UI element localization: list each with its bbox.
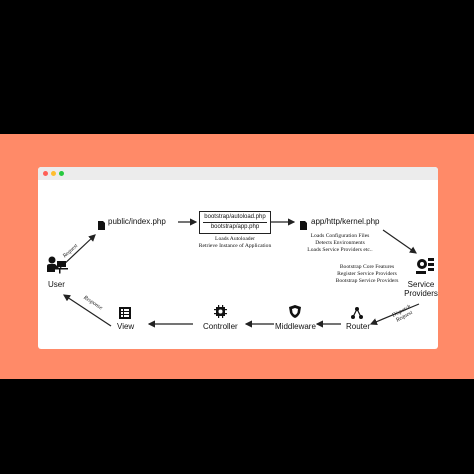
bootstrap-separator	[203, 222, 267, 223]
edge-kernel-to-providers	[382, 229, 417, 254]
bootstrap-autoload-label: bootstrap/autoload.php	[204, 214, 266, 220]
user-label: User	[48, 280, 65, 289]
kernel-note-3: Loads Service Providers etc..	[307, 247, 373, 253]
middleware-label: Middleware	[275, 322, 316, 331]
providers-note-2: Register Service Providers	[337, 271, 397, 277]
providers-note-1: Bootstrap Core Features	[339, 264, 395, 270]
edge-view-to-user	[62, 294, 112, 327]
bootstrap-box: bootstrap/autoload.php bootstrap/app.php	[199, 211, 271, 234]
service-providers-notes: Bootstrap Core Features Register Service…	[321, 264, 413, 285]
zoom-dot[interactable]	[59, 171, 64, 176]
shield-icon	[289, 305, 301, 318]
close-dot[interactable]	[43, 171, 48, 176]
diagram-window: User Request Response public/index.php b…	[38, 167, 438, 349]
kernel-notes: Loads Configuration Files Detects Enviro…	[296, 233, 384, 254]
view-list-icon	[119, 306, 131, 319]
bootstrap-note-1: Loads Autoloader	[215, 236, 255, 242]
bootstrap-app-label: bootstrap/app.php	[210, 224, 260, 230]
bootstrap-note-2: Retrieve Instance of Application	[198, 243, 272, 249]
kernel-note-2: Detects Environments	[315, 240, 365, 246]
kernel-label: app/http/kernel.php	[311, 217, 380, 226]
diagram-canvas: User Request Response public/index.php b…	[38, 180, 438, 349]
window-titlebar	[38, 167, 438, 180]
file-icon	[98, 217, 105, 230]
view-label: View	[117, 322, 135, 331]
minimize-dot[interactable]	[51, 171, 56, 176]
edge-providers-to-router	[369, 303, 420, 326]
gear-chip-icon	[214, 305, 227, 318]
router-nodes-icon	[351, 306, 363, 319]
providers-note-3: Bootstrap Service Providers	[335, 278, 399, 284]
tools-stack-icon	[415, 255, 435, 275]
service-providers-label: Service Providers	[404, 280, 438, 298]
public-index-label: public/index.php	[108, 217, 166, 226]
bootstrap-notes: Loads Autoloader Retrieve Instance of Ap…	[190, 236, 280, 250]
user-at-desk-icon	[46, 256, 68, 274]
kernel-note-1: Loads Configuration Files	[310, 233, 370, 239]
router-label: Router	[346, 322, 371, 331]
file-icon	[300, 217, 307, 230]
controller-label: Controller	[203, 322, 238, 331]
